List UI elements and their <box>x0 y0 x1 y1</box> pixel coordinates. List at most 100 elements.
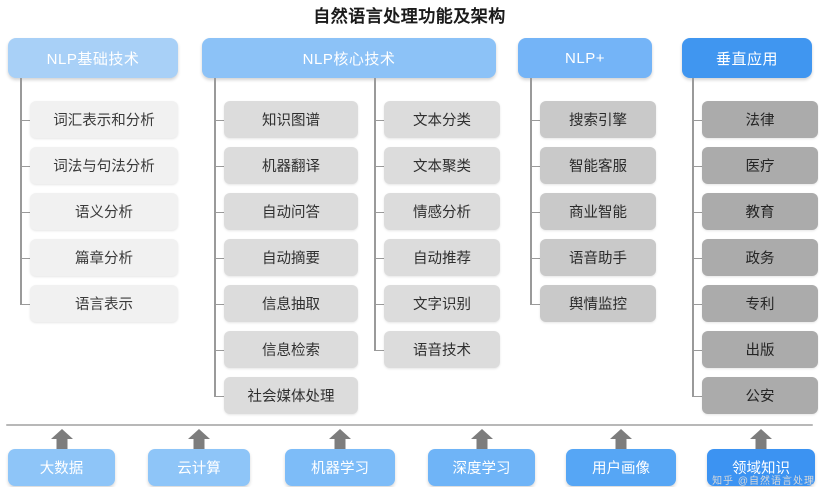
tree-stub-nlp-core-a-1 <box>214 119 224 121</box>
tree-trunk-nlp-basic <box>20 78 22 304</box>
item-nlp-basic-3[interactable]: 语义分析 <box>30 193 178 230</box>
item-label: 知识图谱 <box>262 113 320 129</box>
tree-stub-nlp-basic-1 <box>20 119 30 121</box>
item-nlp-plus-3[interactable]: 商业智能 <box>540 193 656 230</box>
header-nlp-plus[interactable]: NLP+ <box>518 38 652 78</box>
tree-stub-vertical-2 <box>692 165 702 167</box>
up-arrow-1-icon <box>49 428 75 452</box>
item-nlp-core-a-5[interactable]: 信息抽取 <box>224 285 358 322</box>
tree-stub-nlp-core-b-6 <box>374 349 384 351</box>
tree-stub-nlp-core-b-1 <box>374 119 384 121</box>
item-label: 语音技术 <box>413 343 471 359</box>
item-nlp-core-a-7[interactable]: 社会媒体处理 <box>224 377 358 414</box>
foundation-label: 领域知识 <box>732 461 790 477</box>
item-label: 语义分析 <box>75 205 133 221</box>
item-nlp-core-b-2[interactable]: 文本聚类 <box>384 147 500 184</box>
tree-stub-vertical-3 <box>692 211 702 213</box>
item-nlp-core-a-1[interactable]: 知识图谱 <box>224 101 358 138</box>
foundation-label: 云计算 <box>177 461 221 477</box>
tree-stub-nlp-basic-3 <box>20 211 30 213</box>
item-label: 篇章分析 <box>75 251 133 267</box>
item-nlp-core-b-1[interactable]: 文本分类 <box>384 101 500 138</box>
foundation-box-4[interactable]: 深度学习 <box>428 449 535 486</box>
foundation-box-1[interactable]: 大数据 <box>8 449 115 486</box>
item-label: 出版 <box>745 343 775 359</box>
item-nlp-core-a-3[interactable]: 自动问答 <box>224 193 358 230</box>
item-nlp-plus-2[interactable]: 智能客服 <box>540 147 656 184</box>
item-nlp-plus-5[interactable]: 舆情监控 <box>540 285 656 322</box>
foundation-box-2[interactable]: 云计算 <box>148 449 250 486</box>
header-vertical-application[interactable]: 垂直应用 <box>682 38 812 78</box>
watermark: 知乎 @自然语言处理 <box>712 476 815 487</box>
item-nlp-core-b-6[interactable]: 语音技术 <box>384 331 500 368</box>
tree-trunk-nlp-core-a <box>214 78 216 396</box>
up-arrow-4-icon <box>469 428 495 452</box>
tree-stub-nlp-core-a-4 <box>214 257 224 259</box>
item-label: 社会媒体处理 <box>247 389 335 405</box>
header-nlp-basic-label: NLP基础技术 <box>46 50 140 68</box>
header-nlp-plus-label: NLP+ <box>565 49 605 67</box>
item-nlp-core-b-5[interactable]: 文字识别 <box>384 285 500 322</box>
item-vertical-3[interactable]: 教育 <box>702 193 818 230</box>
item-nlp-basic-5[interactable]: 语言表示 <box>30 285 178 322</box>
foundation-label: 深度学习 <box>452 461 511 477</box>
item-nlp-core-a-2[interactable]: 机器翻译 <box>224 147 358 184</box>
tree-stub-nlp-plus-5 <box>530 303 540 305</box>
item-nlp-basic-1[interactable]: 词汇表示和分析 <box>30 101 178 138</box>
item-nlp-core-a-6[interactable]: 信息检索 <box>224 331 358 368</box>
item-nlp-basic-2[interactable]: 词法与句法分析 <box>30 147 178 184</box>
item-nlp-core-b-4[interactable]: 自动推荐 <box>384 239 500 276</box>
item-vertical-4[interactable]: 政务 <box>702 239 818 276</box>
foundation-box-5[interactable]: 用户画像 <box>566 449 676 486</box>
foundation-separator-line <box>6 424 813 426</box>
item-vertical-2[interactable]: 医疗 <box>702 147 818 184</box>
item-nlp-core-a-4[interactable]: 自动摘要 <box>224 239 358 276</box>
tree-stub-nlp-core-b-5 <box>374 303 384 305</box>
item-label: 文本聚类 <box>413 159 471 175</box>
item-vertical-5[interactable]: 专利 <box>702 285 818 322</box>
item-vertical-6[interactable]: 出版 <box>702 331 818 368</box>
item-label: 情感分析 <box>413 205 471 221</box>
foundation-box-6[interactable]: 领域知识 <box>707 449 815 486</box>
header-nlp-core[interactable]: NLP核心技术 <box>202 38 496 78</box>
tree-stub-vertical-4 <box>692 257 702 259</box>
item-label: 词汇表示和分析 <box>53 113 155 129</box>
item-label: 法律 <box>745 113 775 129</box>
item-nlp-core-b-3[interactable]: 情感分析 <box>384 193 500 230</box>
item-nlp-basic-4[interactable]: 篇章分析 <box>30 239 178 276</box>
foundation-box-3[interactable]: 机器学习 <box>285 449 395 486</box>
item-label: 公安 <box>745 389 775 405</box>
tree-stub-vertical-7 <box>692 395 702 397</box>
tree-stub-vertical-6 <box>692 349 702 351</box>
tree-stub-nlp-plus-1 <box>530 119 540 121</box>
item-label: 专利 <box>745 297 775 313</box>
up-arrow-3-icon <box>327 428 353 452</box>
up-arrow-2-icon <box>186 428 212 452</box>
item-label: 教育 <box>745 205 775 221</box>
tree-stub-nlp-core-b-2 <box>374 165 384 167</box>
header-vertical-application-label: 垂直应用 <box>715 50 778 68</box>
tree-stub-nlp-plus-3 <box>530 211 540 213</box>
item-nlp-plus-1[interactable]: 搜索引擎 <box>540 101 656 138</box>
item-label: 词法与句法分析 <box>53 159 155 175</box>
tree-stub-nlp-core-b-3 <box>374 211 384 213</box>
tree-stub-vertical-5 <box>692 303 702 305</box>
tree-stub-nlp-basic-5 <box>20 303 30 305</box>
up-arrow-5-icon <box>608 428 634 452</box>
item-vertical-7[interactable]: 公安 <box>702 377 818 414</box>
item-label: 文字识别 <box>413 297 471 313</box>
item-label: 自动摘要 <box>262 251 320 267</box>
item-vertical-1[interactable]: 法律 <box>702 101 818 138</box>
tree-stub-nlp-core-a-2 <box>214 165 224 167</box>
header-nlp-basic[interactable]: NLP基础技术 <box>8 38 178 78</box>
item-label: 文本分类 <box>413 113 471 129</box>
tree-stub-nlp-core-a-3 <box>214 211 224 213</box>
tree-stub-nlp-plus-2 <box>530 165 540 167</box>
header-nlp-core-label: NLP核心技术 <box>302 50 396 68</box>
tree-stub-vertical-1 <box>692 119 702 121</box>
tree-trunk-nlp-plus <box>530 78 532 304</box>
item-nlp-plus-4[interactable]: 语音助手 <box>540 239 656 276</box>
tree-stub-nlp-core-a-5 <box>214 303 224 305</box>
item-label: 自动问答 <box>262 205 320 221</box>
foundation-label: 机器学习 <box>311 461 369 477</box>
